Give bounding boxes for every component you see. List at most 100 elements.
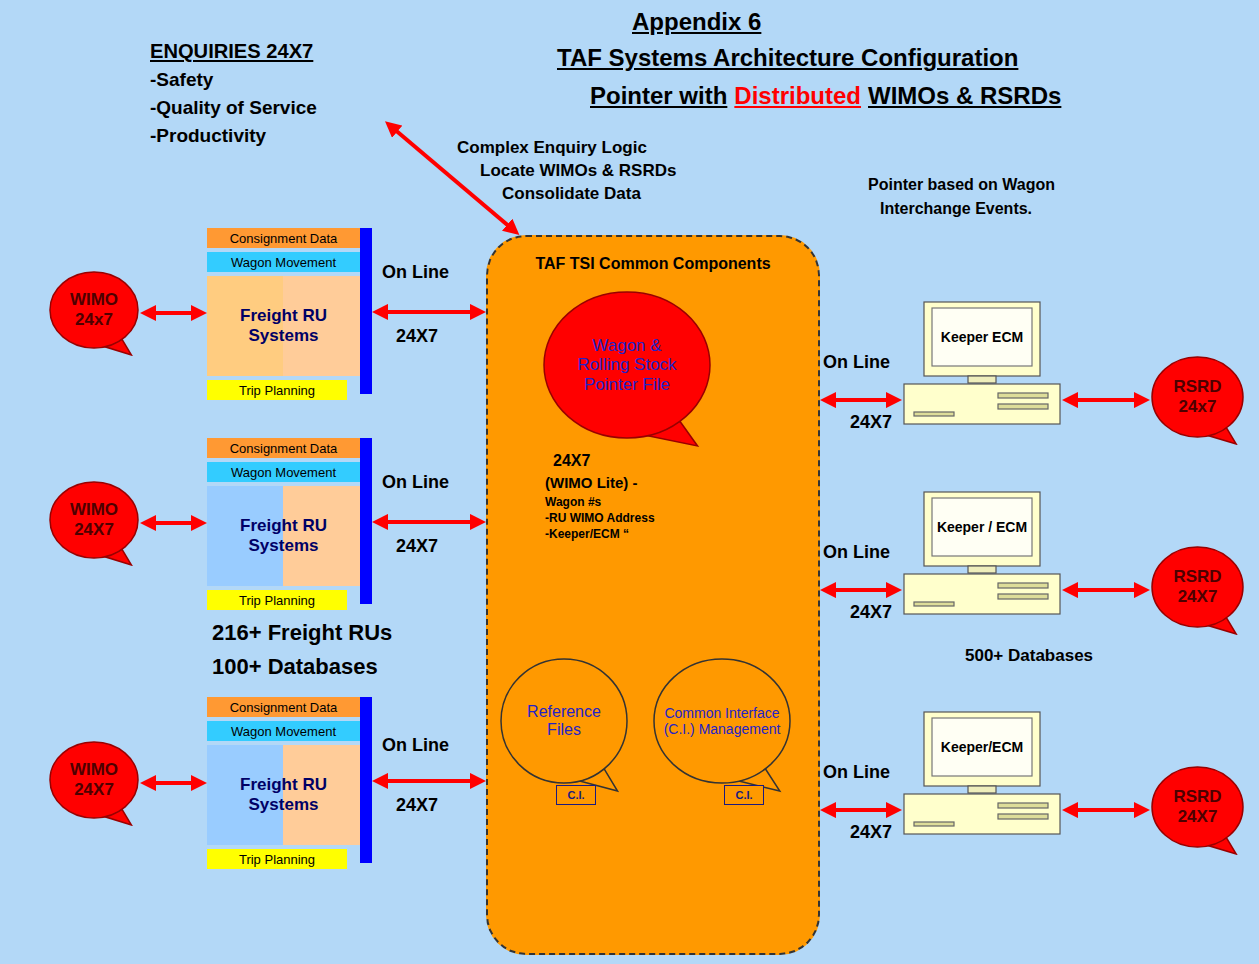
text-area: Trip Planning <box>207 849 347 869</box>
callout-circle: RSRD 24x7 <box>1150 355 1245 445</box>
computer-terminal: Keeper ECM <box>902 300 1062 430</box>
diagram-title: Appendix 6 <box>632 8 761 36</box>
callout-ellipse <box>1152 767 1243 847</box>
interface-tag: C.I. <box>724 785 764 805</box>
callout-circle: RSRD 24X7 <box>1150 765 1245 855</box>
text-area: Consignment Data <box>207 438 360 458</box>
text-area: Trip Planning <box>207 380 347 400</box>
node-text: Common Interface (C.I.) Management <box>663 705 781 737</box>
callout-circle: WIMO 24x7 <box>48 270 140 356</box>
computer-icon <box>902 300 1062 430</box>
annotation: Interchange Events. <box>880 200 1032 218</box>
node-text: Wagon & Rolling Stock Pointer File <box>570 336 684 395</box>
callout-ellipse <box>50 272 138 348</box>
interface-bar <box>360 228 372 394</box>
enquiry-block: ENQUIRIES 24X7-Safety-Quality of Service… <box>150 40 385 153</box>
computer-part <box>932 498 1032 556</box>
interface-bar <box>360 697 372 863</box>
annotation: On Line <box>823 542 890 563</box>
connector-arrow <box>830 588 892 592</box>
computer-part <box>968 376 996 383</box>
system-bar: Wagon Movement <box>207 721 360 741</box>
text-area: Freight RU Systems <box>207 276 360 376</box>
connector-arrow <box>1072 808 1140 812</box>
computer-part <box>924 492 1040 566</box>
callout-ellipse <box>544 292 710 438</box>
node-text: Freight RU Systems <box>207 306 360 346</box>
text-area: ENQUIRIES 24X7-Safety-Quality of Service… <box>150 40 385 147</box>
computer-part <box>914 822 954 826</box>
text-area: Keeper/ECM <box>932 718 1032 776</box>
connector-arrow <box>830 808 892 812</box>
text-area: RSRD 24x7 <box>1165 355 1231 439</box>
text-area: Freight RU Systems <box>207 486 360 586</box>
system-bar: Wagon Movement <box>207 252 360 272</box>
callout-circle: Common Interface (C.I.) ManagementC.I. <box>652 657 792 807</box>
computer-part <box>998 803 1048 808</box>
ru-system-block: Freight RU Systems Consignment DataWagon … <box>207 228 372 400</box>
node-text: -Productivity <box>150 125 385 147</box>
callout-ellipse <box>50 482 138 558</box>
common-components-box: TAF TSI Common ComponentsWagon & Rolling… <box>486 235 820 955</box>
callout-ellipse <box>1152 357 1243 437</box>
computer-part <box>968 566 996 573</box>
text-area: C.I. <box>725 786 763 804</box>
text-area: RSRD 24X7 <box>1165 765 1231 849</box>
node-text: Consignment Data <box>230 231 338 246</box>
connector-arrow <box>150 521 197 525</box>
text-area: WIMO 24X7 <box>61 480 127 560</box>
annotation: 24X7 <box>553 452 590 470</box>
node-text: Reference Files <box>514 703 614 740</box>
text-area: Wagon Movement <box>207 252 360 272</box>
annotation: 24X7 <box>396 795 438 816</box>
annotation: On Line <box>382 262 449 283</box>
computer-part <box>914 412 954 416</box>
annotation: On Line <box>382 472 449 493</box>
callout-circle: Wagon & Rolling Stock Pointer File <box>542 290 712 448</box>
computer-icon <box>902 710 1062 840</box>
callout-ellipse <box>654 659 790 783</box>
node-text: Keeper/ECM <box>941 739 1023 755</box>
text-area: Keeper / ECM <box>932 498 1032 556</box>
computer-part <box>904 574 1060 614</box>
ru-system-block: Freight RU SystemsConsignment DataWagon … <box>207 697 372 869</box>
node-text: RSRD 24X7 <box>1165 567 1231 606</box>
node-text: C.I. <box>567 789 584 801</box>
node-text: -Quality of Service <box>150 97 385 119</box>
computer-terminal: Keeper/ECM <box>902 710 1062 840</box>
annotation: -Keeper/ECM “ <box>545 527 629 541</box>
callout-ellipse <box>501 659 627 783</box>
text-area: WIMO 24x7 <box>61 270 127 350</box>
node-text: Wagon Movement <box>231 465 336 480</box>
title-line: TAF Systems Architecture Configuration <box>557 44 1018 72</box>
connector-arrow <box>1072 588 1140 592</box>
annotation: 24X7 <box>396 326 438 347</box>
node-text: WIMO 24X7 <box>61 760 127 799</box>
node-text: TAF TSI Common Components <box>535 255 770 273</box>
text-area: Consignment Data <box>207 697 360 717</box>
computer-part <box>904 794 1060 834</box>
computer-part <box>968 786 996 793</box>
text-area: Wagon & Rolling Stock Pointer File <box>570 290 684 440</box>
annotation: Complex Enquiry Logic <box>457 138 647 158</box>
annotation: On Line <box>382 735 449 756</box>
computer-part <box>932 718 1032 776</box>
annotation: 24X7 <box>850 602 892 623</box>
system-bar: Consignment Data <box>207 438 360 458</box>
text-area: Reference Files <box>514 657 614 785</box>
computer-icon <box>902 490 1062 620</box>
computer-part <box>998 404 1048 409</box>
ru-system-block: Freight RU Systems Consignment DataWagon … <box>207 438 372 610</box>
computer-terminal: Keeper / ECM <box>902 490 1062 620</box>
node-text: Trip Planning <box>239 852 315 867</box>
node-text: RSRD 24x7 <box>1165 377 1231 416</box>
annotation: (WIMO Lite) - <box>545 474 637 491</box>
computer-part <box>932 308 1032 366</box>
system-bar: Trip Planning <box>207 590 347 610</box>
interface-tag: C.I. <box>556 785 596 805</box>
annotation: 216+ Freight RUs <box>212 620 392 646</box>
text-area: Consignment Data <box>207 228 360 248</box>
computer-part <box>914 602 954 606</box>
annotation: 100+ Databases <box>212 654 378 680</box>
annotation: 500+ Databases <box>965 646 1093 666</box>
